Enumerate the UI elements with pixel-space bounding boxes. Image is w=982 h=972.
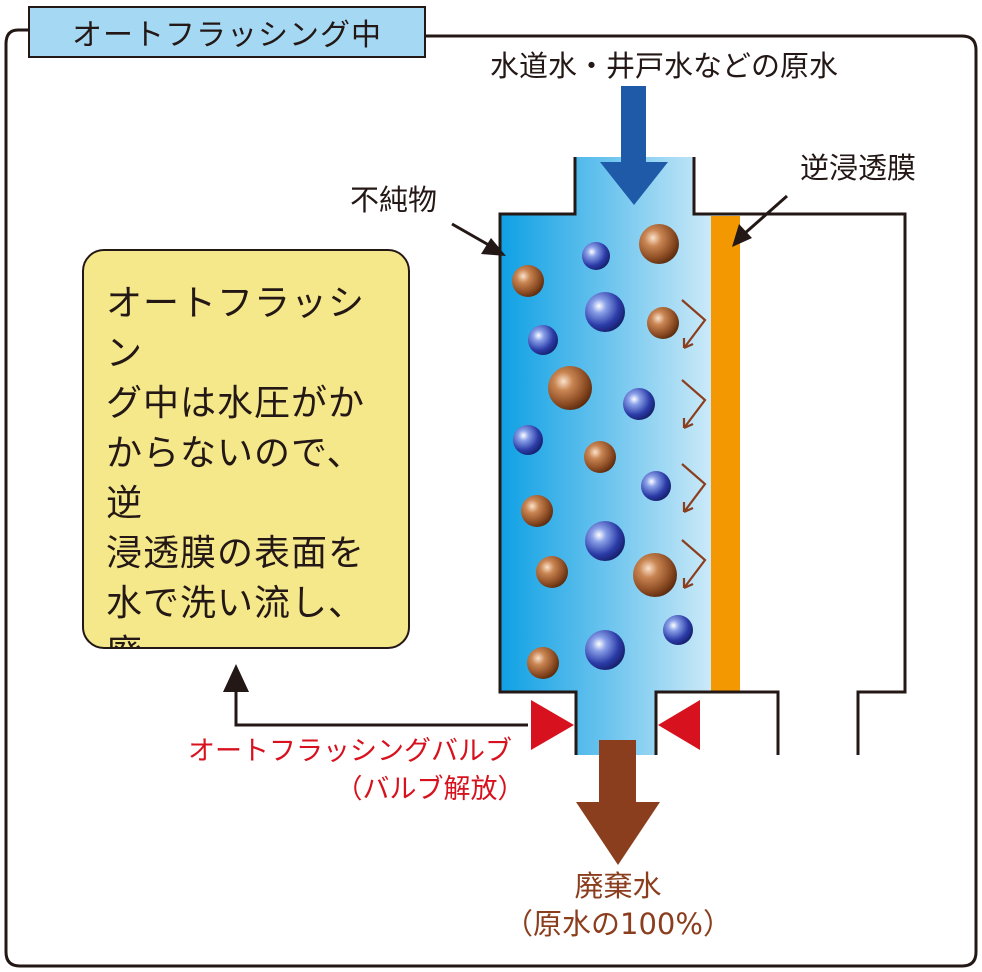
particle-blue xyxy=(641,471,671,501)
valve-marker-right xyxy=(658,700,700,750)
particles xyxy=(512,224,693,679)
particle-brown xyxy=(521,495,553,527)
particle-brown xyxy=(647,307,679,339)
flush-return-arrowhead xyxy=(223,664,249,692)
particle-brown xyxy=(512,265,544,297)
explanation-box: オートフラッシン グ中は水圧がか からないので、逆 浸透膜の表面を 水で洗い流し… xyxy=(82,249,410,649)
impurities-pointer-head xyxy=(481,238,506,256)
valve-state-label: （バルブ解放） xyxy=(335,774,525,805)
bounce-arrow xyxy=(681,379,707,430)
outer-frame xyxy=(4,28,978,968)
vessel-outline xyxy=(498,157,907,755)
waste-arrow xyxy=(576,740,660,865)
particle-blue xyxy=(528,325,558,355)
ro-membrane xyxy=(711,216,740,692)
particle-brown xyxy=(584,441,616,473)
membrane-pointer-head xyxy=(732,224,752,247)
title-tab: オートフラッシング中 xyxy=(28,6,426,58)
particle-blue xyxy=(582,242,610,270)
impurities-pointer xyxy=(451,222,495,250)
bounce-arrow xyxy=(681,299,707,350)
valve-name-label: オートフラッシングバルブ xyxy=(188,736,512,767)
source-water-label: 水道水・井戸水などの原水 xyxy=(490,49,839,83)
particle-brown xyxy=(633,553,677,597)
particle-brown xyxy=(527,647,559,679)
membrane-pointer xyxy=(743,194,788,236)
water-body xyxy=(500,157,740,755)
particle-blue xyxy=(585,292,625,332)
flush-return-line xyxy=(234,690,528,727)
particle-blue xyxy=(585,521,625,561)
particle-brown xyxy=(639,224,679,264)
particle-blue xyxy=(513,425,543,455)
valve-marker-left xyxy=(531,700,574,750)
particle-blue xyxy=(585,630,625,670)
waste-ratio-label: （原水の100%） xyxy=(504,907,732,941)
bounce-arrow xyxy=(681,463,707,514)
inflow-arrow xyxy=(600,86,668,205)
particle-blue xyxy=(623,388,655,420)
particle-brown xyxy=(548,366,592,410)
impurities-label: 不純物 xyxy=(350,183,438,217)
particle-brown xyxy=(536,556,568,588)
waste-water-label: 廃棄水 xyxy=(574,869,662,903)
bounce-arrows xyxy=(681,299,707,590)
ro-membrane-label: 逆浸透膜 xyxy=(800,151,917,185)
bounce-arrow xyxy=(681,539,707,590)
particle-blue xyxy=(663,615,693,645)
